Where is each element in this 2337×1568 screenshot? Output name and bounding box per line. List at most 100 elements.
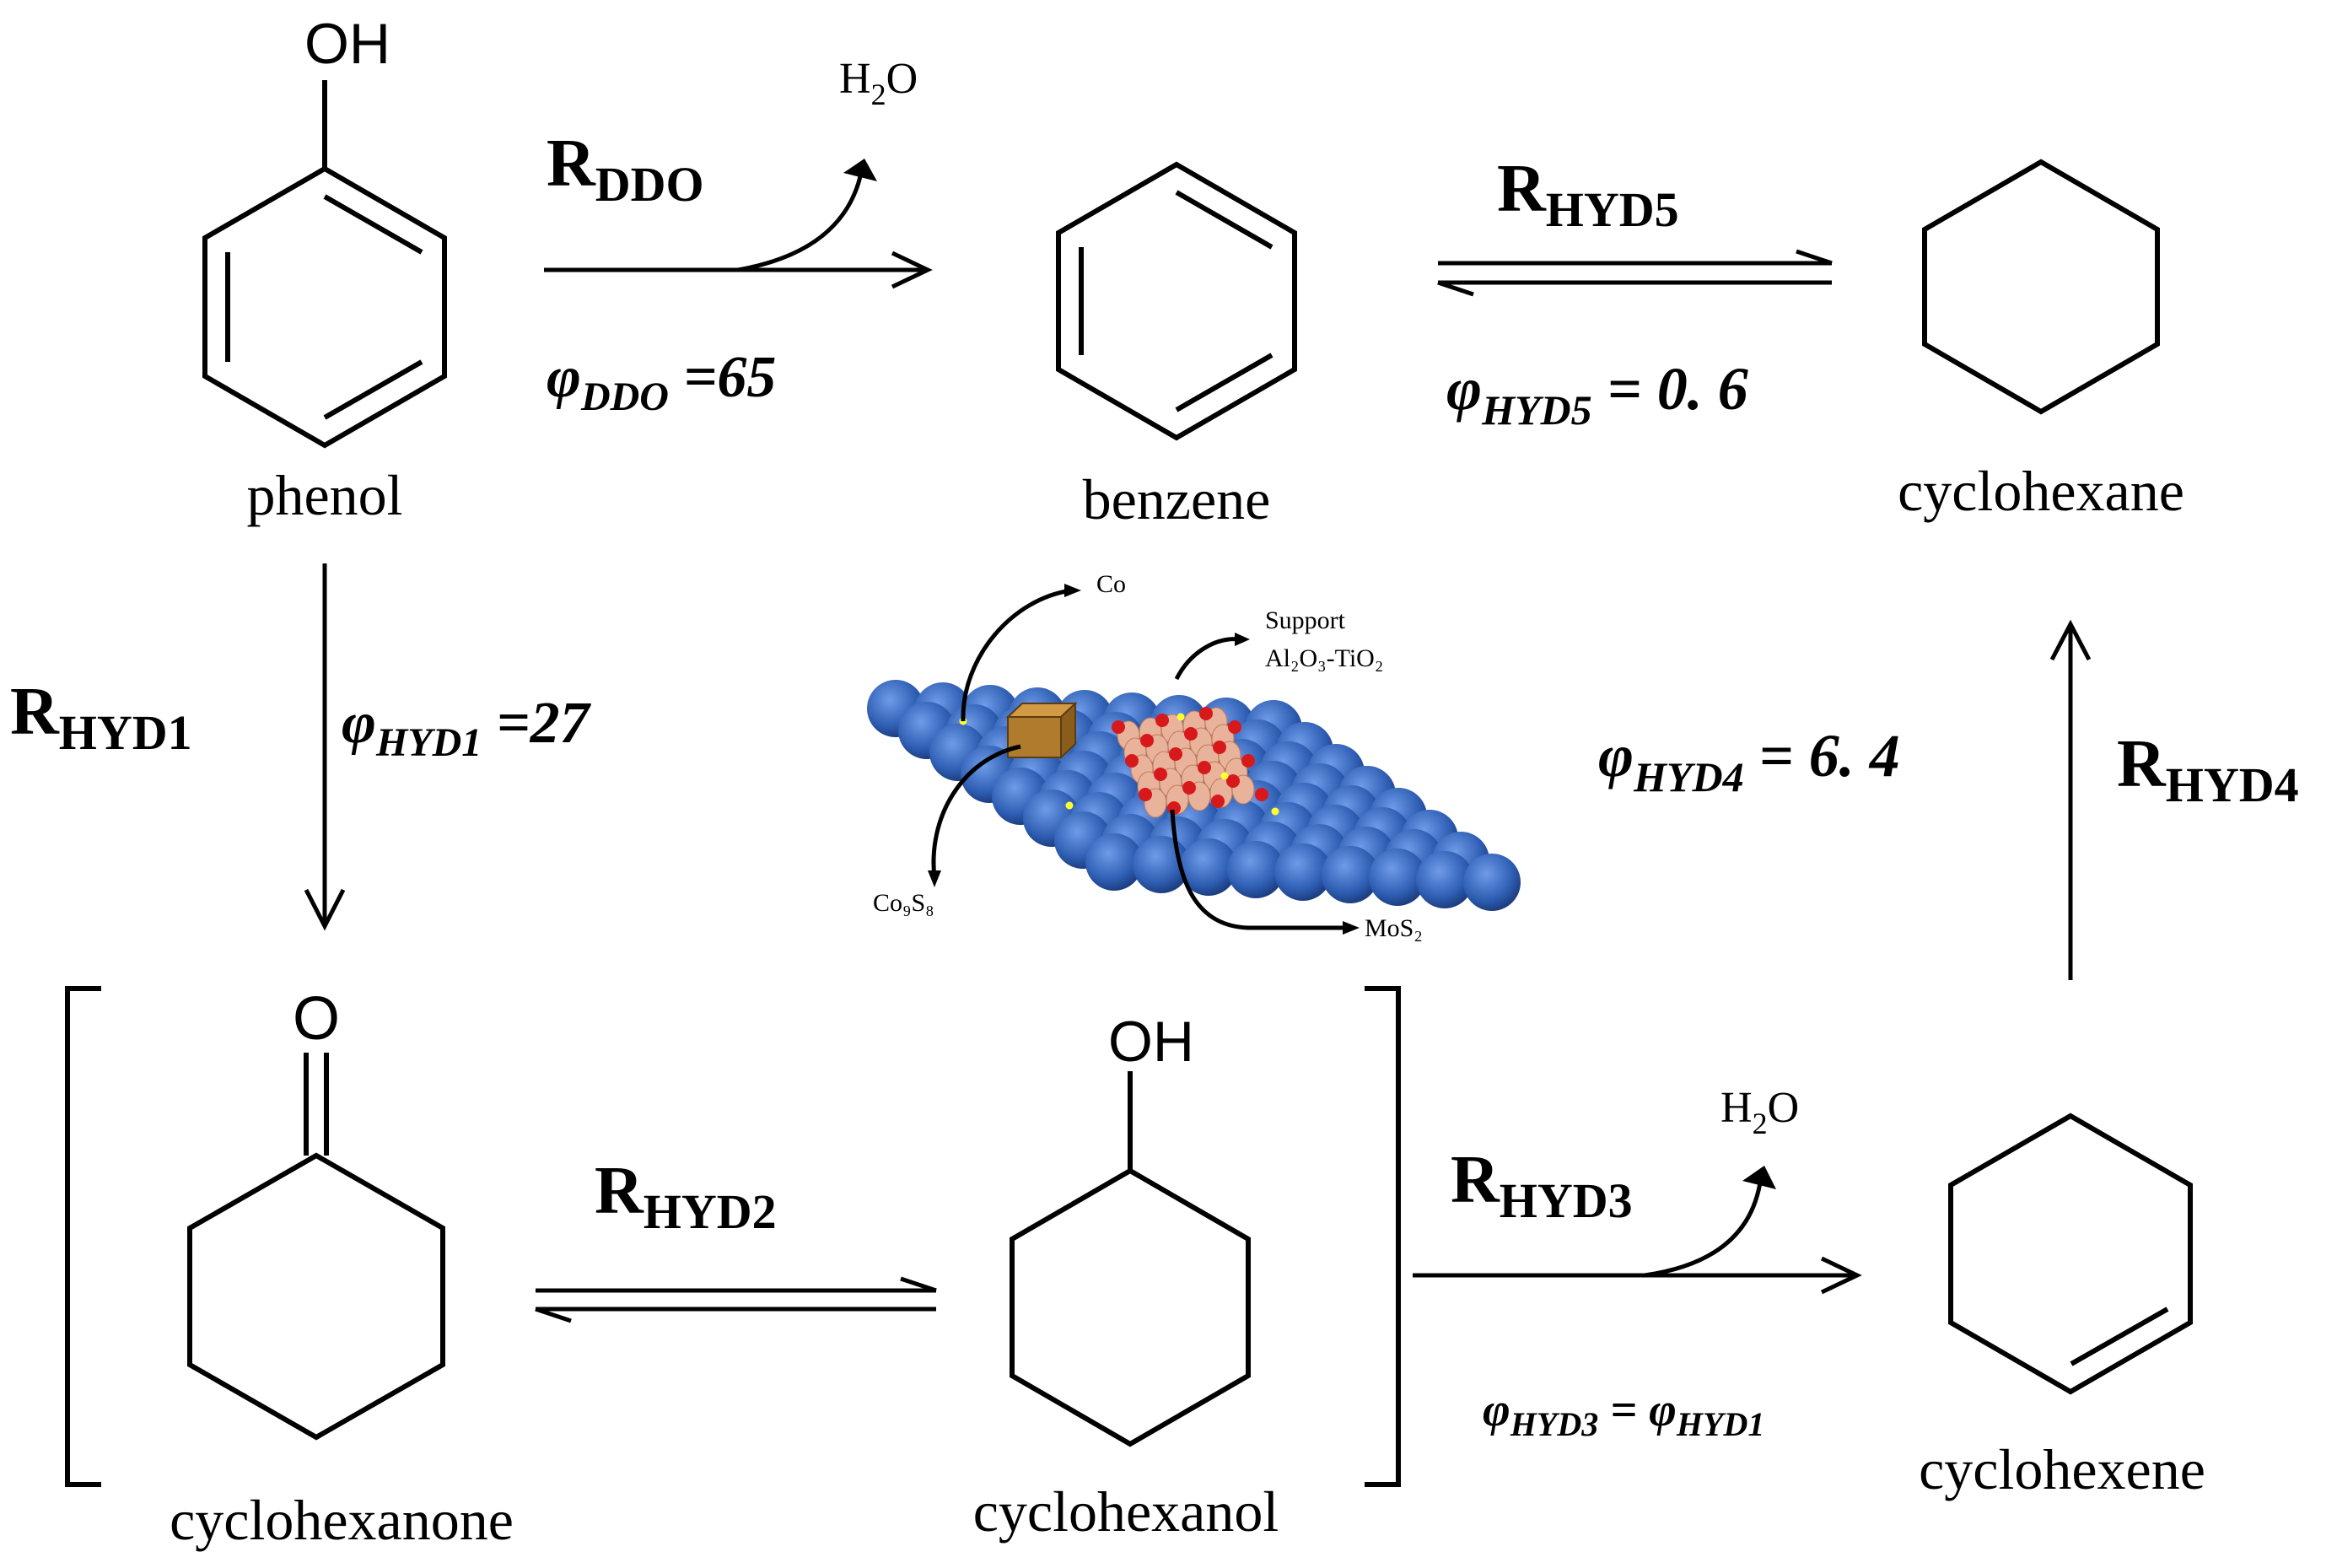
arrow-ddo — [544, 159, 933, 289]
cyclohexanol-structure: OH cyclohexanol — [973, 1010, 1279, 1544]
support-sphere — [1180, 838, 1237, 896]
cyclohexene-structure: cyclohexene — [1919, 1113, 2205, 1501]
arrow-ddo-h2o-branch — [737, 168, 864, 272]
support-sphere — [1369, 849, 1426, 906]
support-sphere — [1322, 846, 1379, 903]
phenol-name: phenol — [246, 463, 402, 527]
phenol-double-bond-1 — [323, 194, 423, 255]
cube-side-face — [1060, 701, 1076, 760]
phi-hyd3-label: φHYD3 = φHYD1 — [1483, 1384, 1764, 1443]
s-atom — [1140, 734, 1154, 747]
benzene-double-bond-1 — [1175, 190, 1274, 250]
arrow-hyd5-forward-barb — [1796, 249, 1833, 266]
callout-co9s8-head — [928, 870, 941, 887]
right-bracket — [1365, 986, 1401, 1487]
s-atom — [1211, 795, 1225, 808]
s-atom — [1255, 788, 1268, 801]
arrow-hyd1-head — [304, 888, 346, 931]
arrow-hyd3-h2o-head — [1742, 1166, 1776, 1189]
benzene-name: benzene — [1083, 467, 1271, 531]
s-atom — [1155, 714, 1169, 727]
support-sphere — [1085, 833, 1143, 891]
s-atom — [1184, 727, 1198, 741]
support-sphere — [1416, 851, 1473, 908]
reaction-hyd5-label: RHYD5 — [1497, 152, 1679, 237]
s-atom — [1199, 707, 1213, 720]
left-bracket — [65, 986, 101, 1487]
s-atom — [1139, 788, 1152, 801]
arrow-ddo-h2o-head — [843, 159, 877, 181]
cyclohexanol-oh-label: OH — [1108, 1010, 1194, 1074]
callout-mos2-head — [1343, 921, 1360, 935]
support-sphere — [1463, 854, 1521, 911]
reaction-hyd1-label: RHYD1 — [10, 675, 192, 760]
reaction-hyd4-label: RHYD4 — [2117, 727, 2299, 812]
cyclohexanol-name: cyclohexanol — [973, 1479, 1279, 1544]
callout-co9s8-label: Co₉S₈ — [873, 889, 934, 917]
reaction-hyd2-label: RHYD2 — [595, 1154, 777, 1239]
cyclohexanone-ring — [187, 1152, 445, 1441]
callout-support-label-2: Al₂O₃-TiO₂ — [1265, 644, 1383, 672]
s-atom — [1112, 720, 1125, 734]
phenol-structure: OH phenol — [202, 12, 447, 527]
s-atom — [1226, 774, 1240, 788]
s-atom — [1198, 761, 1211, 774]
cyclohexanone-name: cyclohexanone — [170, 1488, 514, 1552]
benzene-double-bond-2 — [1175, 353, 1274, 412]
arrow-hyd1 — [304, 563, 346, 931]
s-atom — [1125, 754, 1139, 768]
reaction-hyd3-label: RHYD3 — [1451, 1143, 1633, 1228]
phi-ddo-label: φDDO =65 — [547, 345, 776, 419]
mos2-cluster — [1112, 707, 1268, 818]
co-dot — [1271, 807, 1279, 816]
cyclohexanone-o-label: O — [293, 985, 340, 1053]
cyclohexanol-ring — [1010, 1167, 1251, 1447]
phi-hyd5-label: φHYD5 = 0. 6 — [1446, 355, 1748, 434]
co-dot — [1065, 801, 1074, 810]
support-spheres — [867, 680, 1521, 911]
cyclohexene-name: cyclohexene — [1919, 1437, 2205, 1501]
callout-co-head — [1064, 584, 1081, 597]
arrow-hyd2-backward-barb — [535, 1307, 572, 1323]
callout-co-line — [961, 588, 1072, 722]
phi-hyd1-label: φHYD1 =27 — [342, 691, 592, 765]
phenol-oh-label: OH — [304, 12, 390, 76]
reaction-ddo-label: RDDO — [547, 127, 704, 212]
s-atom — [1169, 747, 1182, 761]
phi-hyd4-label: φHYD4 = 6. 4 — [1598, 722, 1900, 800]
s-atom — [1154, 768, 1167, 781]
h2o-ddo-label: H2O — [839, 55, 918, 111]
callout-support-line — [1174, 637, 1241, 681]
benzene-structure: benzene — [1056, 161, 1297, 531]
arrow-hyd3-head — [1820, 1256, 1862, 1295]
cyclohexane-name: cyclohexane — [1898, 459, 2184, 523]
s-atom — [1241, 754, 1255, 768]
arrow-hyd3 — [1413, 1166, 1862, 1295]
arrow-ddo-head — [891, 251, 933, 289]
h2o-hyd3-label: H2O — [1720, 1084, 1799, 1140]
cyclohexene-double-bond — [2070, 1307, 2169, 1366]
callout-support-label-1: Support — [1265, 606, 1346, 634]
support-sphere — [1227, 841, 1284, 898]
benzene-ring — [1056, 161, 1297, 441]
s-atom — [1213, 741, 1226, 754]
co9s8-cube — [1005, 701, 1078, 760]
co-dot — [1220, 772, 1229, 780]
s-atom — [1228, 720, 1241, 734]
cyclohexane-structure: cyclohexane — [1898, 159, 2184, 523]
callout-mos2-label: MoS₂ — [1365, 914, 1423, 942]
co-dot — [1177, 713, 1185, 721]
callout-co9s8-line — [931, 744, 1021, 878]
callout-co-label: Co — [1096, 570, 1126, 598]
arrow-hyd4-head — [2049, 619, 2092, 661]
callout-mos2-line — [1170, 809, 1349, 930]
arrow-hyd2-forward-barb — [900, 1276, 937, 1293]
arrow-hyd4 — [2049, 619, 2092, 980]
cyclohexene-ring — [1948, 1113, 2193, 1395]
arrow-hyd3-h2o-branch — [1644, 1176, 1764, 1278]
support-sphere — [1274, 843, 1332, 901]
catalyst-illustration: Co Support Al₂O₃-TiO₂ Co₉S₈ MoS₂ — [867, 570, 1521, 942]
phenol-ring — [202, 165, 447, 449]
